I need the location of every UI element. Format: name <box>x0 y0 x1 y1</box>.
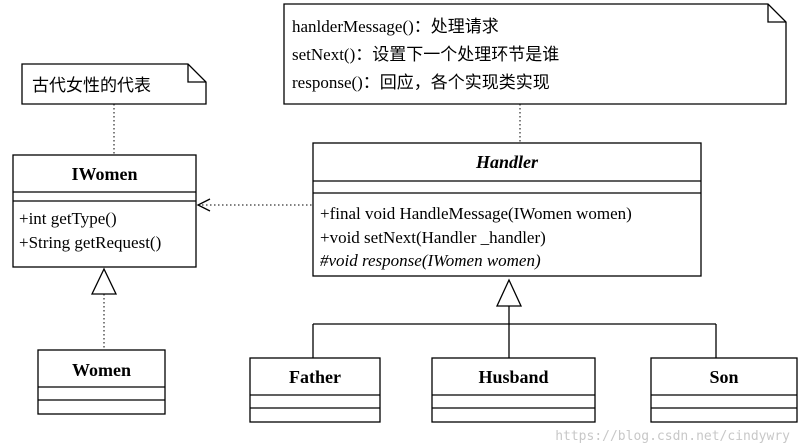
class-women-name: Women <box>72 360 131 380</box>
watermark: https://blog.csdn.net/cindywry <box>555 429 790 444</box>
note-handler-line-1: hanlderMessage()：处理请求 <box>292 17 499 36</box>
note-women: 古代女性的代表 <box>21 63 207 105</box>
class-husband: Husband <box>431 357 596 423</box>
realization-arrowhead-iwomen <box>90 267 118 295</box>
generalization-arrowhead-handler <box>495 278 523 307</box>
class-iwomen-method-2: +String getRequest() <box>19 233 161 252</box>
class-husband-name: Husband <box>478 367 548 387</box>
dependency-arrowhead <box>196 198 211 212</box>
note-handler-line-3: response()：回应，各个实现类实现 <box>292 73 550 92</box>
class-son: Son <box>650 357 798 423</box>
class-handler-name: Handler <box>475 152 539 172</box>
note-handler-line-2: setNext()：设置下一个处理环节是谁 <box>292 45 559 64</box>
class-iwomen: IWomen +int getType() +String getRequest… <box>12 154 197 268</box>
class-women: Women <box>37 349 166 415</box>
class-handler-method-2: +void setNext(Handler _handler) <box>320 228 546 247</box>
note-women-text: 古代女性的代表 <box>32 76 151 95</box>
class-handler: Handler +final void HandleMessage(IWomen… <box>312 142 702 277</box>
class-father-name: Father <box>289 367 341 387</box>
class-handler-method-1: +final void HandleMessage(IWomen women) <box>320 204 632 223</box>
class-handler-method-3: #void response(IWomen women) <box>320 251 541 270</box>
class-son-name: Son <box>709 367 738 387</box>
class-father: Father <box>249 357 381 423</box>
class-iwomen-name: IWomen <box>71 164 137 184</box>
note-handler: hanlderMessage()：处理请求 setNext()：设置下一个处理环… <box>283 3 787 105</box>
class-iwomen-method-1: +int getType() <box>19 209 117 228</box>
